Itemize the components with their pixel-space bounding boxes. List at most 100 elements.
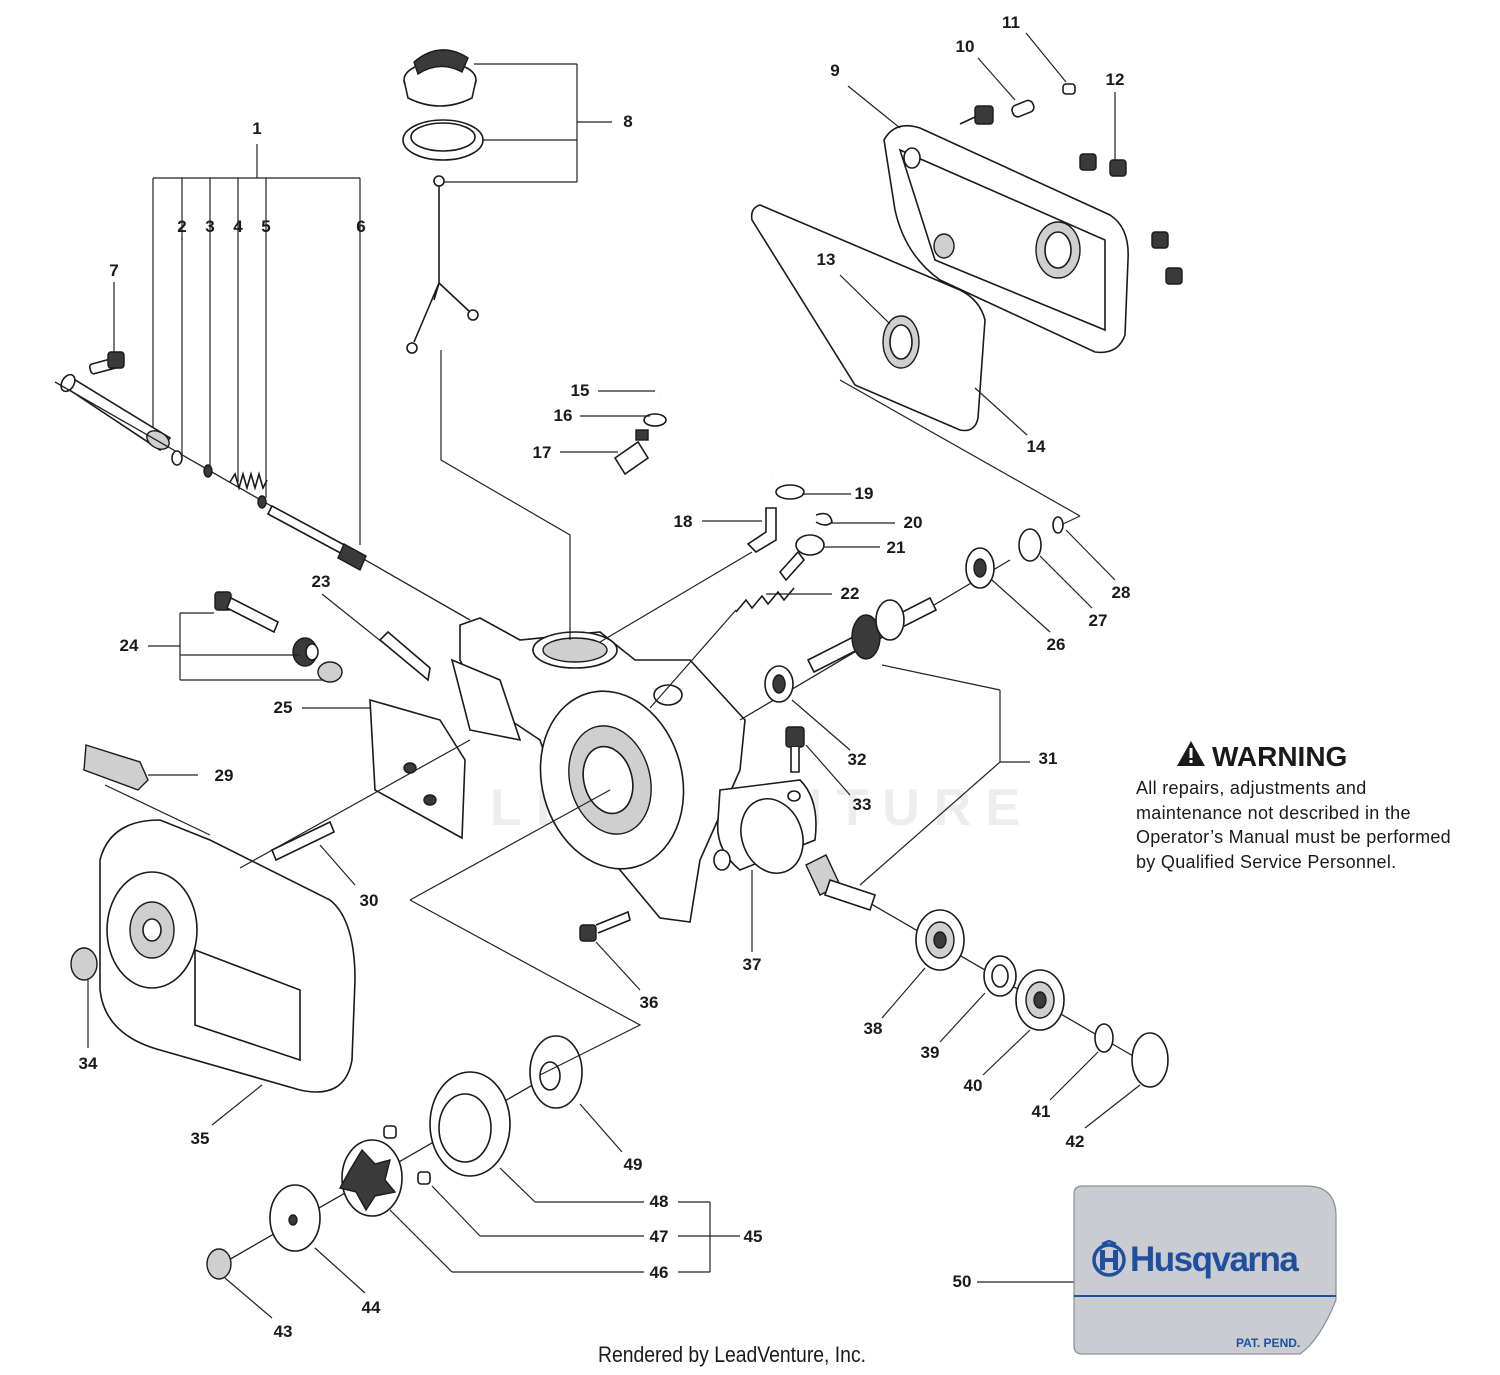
part-label-46: 46 [650,1263,669,1282]
spring-22 [735,587,795,613]
warning-title-text: WARNING [1212,741,1348,772]
render-credit: Rendered by LeadVenture, Inc. [598,1342,867,1367]
part-label-27: 27 [1089,611,1108,630]
part-label-29: 29 [215,766,234,785]
part-label-16: 16 [554,406,573,425]
drive-wheel-46 [338,1139,403,1217]
part-label-20: 20 [904,513,923,532]
part-label-42: 42 [1066,1132,1085,1151]
screw-33 [785,726,805,773]
ring-27 [1018,528,1042,562]
screw-36 [579,910,631,942]
bearing-housing-37 [713,779,817,874]
guide-plate-23 [378,630,431,682]
part-label-6: 6 [356,217,365,236]
oil-cap-seal-ring [402,119,484,161]
decal-brand-text: Husqvarna [1130,1240,1299,1279]
part-label-12: 12 [1106,70,1125,89]
warning-triangle-icon [1176,740,1206,774]
part-label-30: 30 [360,891,379,910]
part-label-8: 8 [623,112,632,131]
part-label-37: 37 [743,955,762,974]
part-label-4: 4 [233,217,243,236]
part-label-7: 7 [109,261,118,280]
elbow-fitting-18 [746,507,777,554]
part-label-44: 44 [362,1298,381,1317]
part-label-11: 11 [1002,13,1020,32]
tensioner-tube [60,373,172,452]
part-label-38: 38 [864,1019,883,1038]
part-label-22: 22 [841,584,860,603]
belt-guard-35 [99,819,356,1093]
clip-20 [815,512,833,526]
flange-49 [529,1035,583,1109]
decal-shape [1073,1185,1337,1355]
oil-hose-15 [657,350,809,479]
arm-housing [450,617,746,923]
part-label-50: 50 [953,1272,972,1291]
nipple-21 [778,534,825,582]
bearing-40 [1015,969,1065,1031]
oil-filter-17 [613,429,650,476]
warning-title: WARNING [1176,740,1466,774]
circlip-41 [1094,1023,1114,1053]
adjust-rod-6 [266,504,367,571]
part-label-43: 43 [274,1322,293,1341]
part-label-47: 47 [650,1227,669,1246]
clip-29 [83,744,149,791]
hose-clamp-19 [775,484,805,500]
decal-patent-text: PAT. PEND. [1236,1336,1301,1350]
part-label-24: 24 [120,636,139,655]
leader-lines [87,32,1141,1319]
nut-34 [70,947,98,981]
part-label-26: 26 [1047,635,1066,654]
pulley-24 [292,637,319,667]
part-label-1: 1 [252,119,261,138]
washer-3 [203,464,213,478]
retaining-ring-42 [1131,1032,1169,1088]
part-label-13: 13 [817,250,836,269]
part-label-31: 31 [1039,749,1058,768]
part-labels: 1 2 3 4 5 6 7 8 9 10 11 12 13 14 15 16 1… [79,13,1131,1341]
ring-28 [1052,516,1064,534]
nut-24 [317,661,343,683]
part-label-18: 18 [674,512,693,531]
oil-strainer [406,175,479,354]
part-label-19: 19 [855,484,874,503]
part-label-28: 28 [1112,583,1131,602]
part-label-17: 17 [533,443,552,462]
part-label-25: 25 [274,698,293,717]
bearing-26 [965,547,995,589]
part-label-2: 2 [177,217,186,236]
washer-5 [257,495,267,509]
gasket-14 [750,204,986,432]
bearing-38 [915,909,965,971]
part-label-45: 45 [744,1227,763,1246]
part-label-40: 40 [964,1076,983,1095]
part-label-15: 15 [571,381,590,400]
spring-4 [229,471,268,491]
seal-13 [882,315,920,369]
rollers-47 [383,1125,431,1185]
part-label-9: 9 [830,61,839,80]
part-label-36: 36 [640,993,659,1012]
warning-notice: WARNING All repairs, adjustments and mai… [1136,740,1466,874]
part-label-39: 39 [921,1043,940,1062]
screw-10 [959,105,994,125]
bearing-32 [764,665,794,703]
spacer-39 [983,955,1017,997]
part-label-48: 48 [650,1192,669,1211]
bolt-24 [214,591,280,634]
drum-48 [429,1071,511,1177]
husqvarna-logo-icon [1090,1239,1128,1280]
part-label-41: 41 [1032,1102,1051,1121]
part-label-14: 14 [1027,437,1046,456]
sleeve-10 [1011,99,1035,118]
screws-12 [1079,153,1183,285]
part-label-5: 5 [261,217,270,236]
part-label-21: 21 [887,538,906,557]
part-label-23: 23 [312,572,331,591]
oil-cap [403,49,477,107]
part-label-3: 3 [205,217,214,236]
